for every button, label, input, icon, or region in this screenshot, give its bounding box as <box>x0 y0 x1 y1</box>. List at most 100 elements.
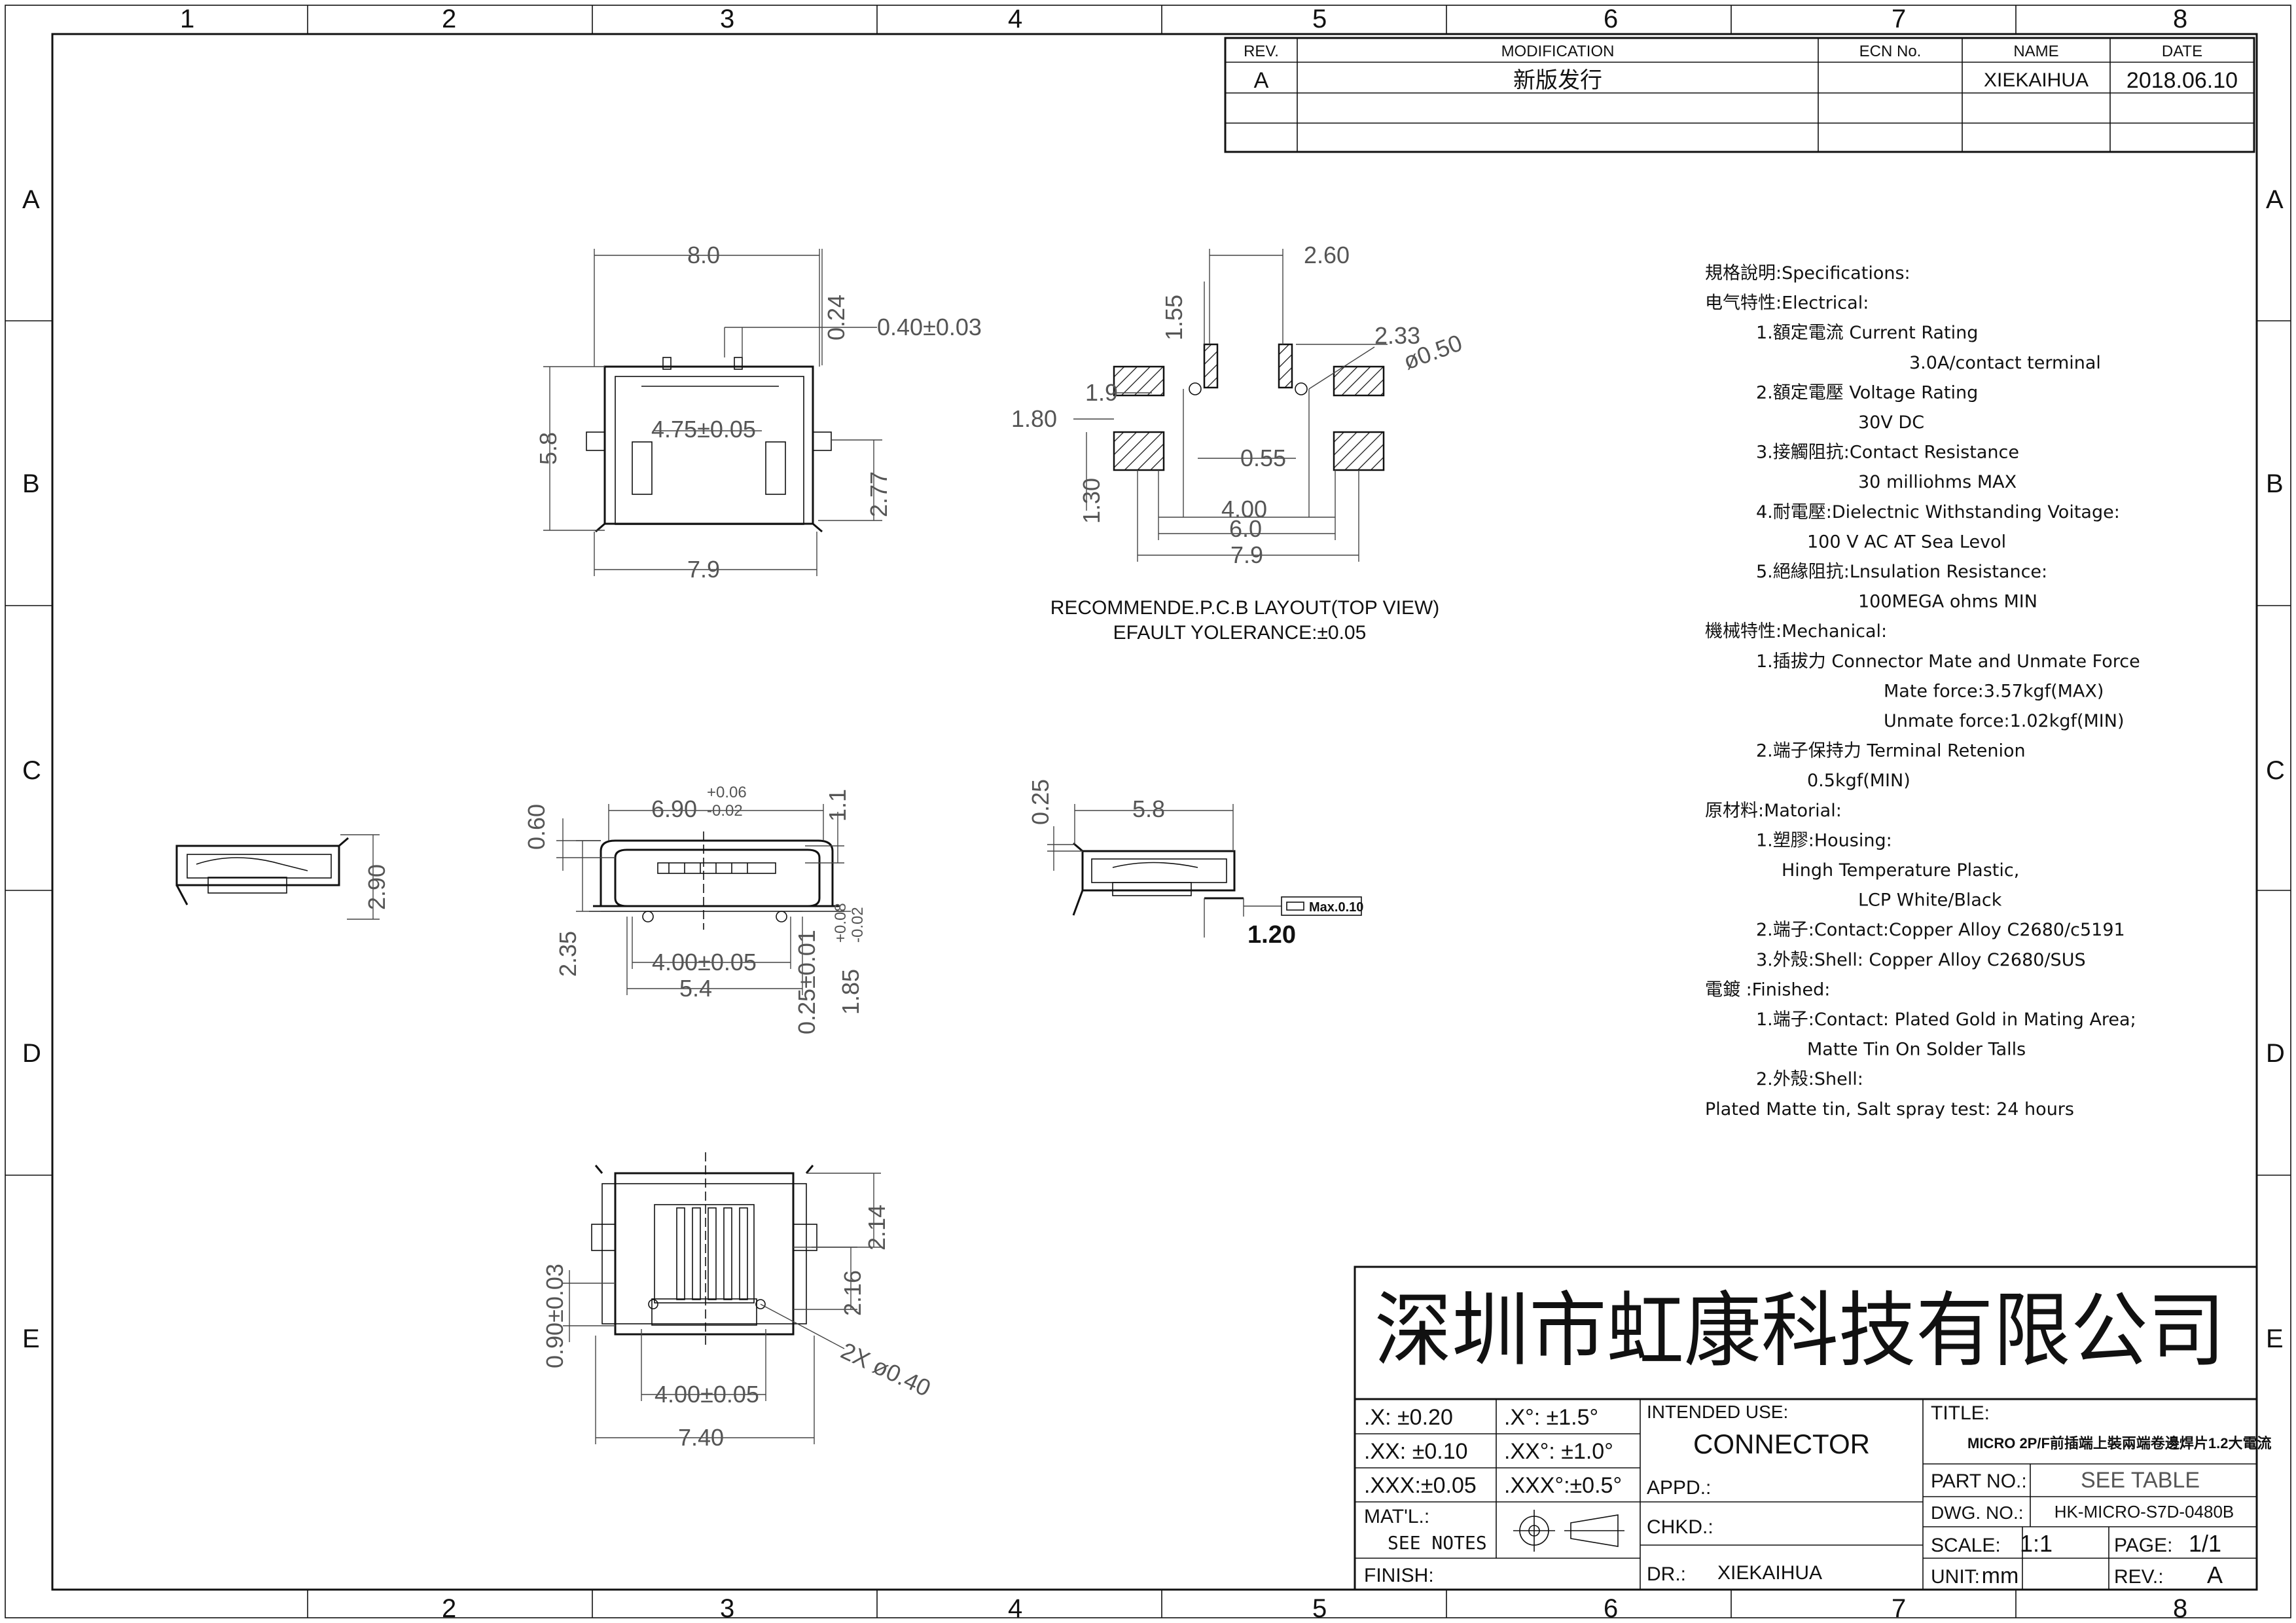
drawing-number-label: DWG. NO.: <box>1931 1503 2024 1523</box>
spec-line: 100MEGA ohms MIN <box>1858 592 2037 612</box>
dim-top-2-77: 2.77 <box>865 471 892 517</box>
spec-line: Hingh Temperature Plastic, <box>1782 860 2019 881</box>
spec-line: 3.0A/contact terminal <box>1909 353 2101 373</box>
spec-line: 1.塑膠:Housing: <box>1756 830 1892 850</box>
spec-line: 原材料:Matorial: <box>1705 801 1842 821</box>
dim-front-1-1: 1.1 <box>824 789 851 822</box>
spec-line: 電鍍 :Finished: <box>1705 979 1830 1000</box>
col-number-top-4: 4 <box>1008 5 1022 33</box>
part-number-label: PART NO.: <box>1931 1470 2027 1492</box>
spec-line: 0.5kgf(MIN) <box>1807 771 1910 791</box>
drawn-value: XIEKAIHUA <box>1717 1562 1822 1584</box>
drawing-number-value: HK-MICRO-S7D-0480B <box>2054 1502 2234 1522</box>
dim-front-6-90-tol-plus: +0.06 <box>707 784 747 801</box>
dim-front-0-25: 0.25±0.01 <box>793 930 820 1034</box>
dim-top-0-40: 0.40±0.03 <box>877 314 982 340</box>
row-letter-left-a: A <box>22 185 40 214</box>
dim-pcb-2-33: 2.33 <box>1374 322 1420 349</box>
material-label: MAT'L.: <box>1364 1506 1429 1527</box>
spec-line: 2.端子:Contact:Copper Alloy C2680/c5191 <box>1756 920 2125 940</box>
finish-label: FINISH: <box>1364 1565 1434 1586</box>
dim-front-0-60: 0.60 <box>523 804 550 850</box>
left-side-view: 2.90 <box>175 834 390 920</box>
spec-line: Unmate force:1.02kgf(MIN) <box>1884 711 2125 731</box>
row-letter-left-b: B <box>22 469 40 498</box>
row-letter-right-e: E <box>2266 1324 2284 1353</box>
col-number-bottom-4: 4 <box>1008 1594 1022 1623</box>
flatness-symbol-icon <box>1286 902 1304 911</box>
pcb-pad-right-large <box>1333 431 1385 471</box>
tol-angle-xx: .XX°: ±1.0° <box>1504 1439 1613 1464</box>
page-value: 1/1 <box>2189 1530 2221 1557</box>
dim-pcb-6-0: 6.0 <box>1229 515 1262 542</box>
row-letter-right-a: A <box>2266 185 2284 214</box>
row-letter-left-c: C <box>22 756 41 785</box>
right-side-view: 0.25 5.8 Max.0.10 1.20 <box>1027 779 1363 949</box>
dim-front-6-90: 6.90 <box>651 795 697 822</box>
dim-pcb-2-60: 2.60 <box>1304 242 1350 268</box>
intended-use-label: INTENDED USE: <box>1647 1402 1788 1422</box>
spec-line: 3.接觸阻抗:Contact Resistance <box>1756 443 2019 463</box>
pcb-pad-right-small <box>1333 365 1385 397</box>
spec-line: 1.插拔力 Connector Mate and Unmate Force <box>1756 651 2140 672</box>
rev-cell-name: XIEKAIHUA <box>1984 69 2089 91</box>
dim-pcb-7-9: 7.9 <box>1230 541 1263 568</box>
revision-table: REV. MODIFICATION ECN No. NAME DATE A 新版… <box>1224 37 2255 153</box>
dim-bottom-4-00: 4.00±0.05 <box>655 1381 759 1408</box>
dim-pcb-1-55: 1.55 <box>1160 295 1187 340</box>
dim-bottom-2-16: 2.16 <box>839 1270 866 1316</box>
title-label: TITLE: <box>1931 1402 1990 1424</box>
drawn-label: DR.: <box>1647 1563 1686 1585</box>
spec-line: 电气特性:Electrical: <box>1705 293 1869 314</box>
spec-line: 2.外殼:Shell: <box>1756 1069 1863 1089</box>
dim-bottom-0-90: 0.90±0.03 <box>541 1264 568 1368</box>
scale-value: 1:1 <box>2020 1530 2053 1557</box>
pcb-pad-left-signal <box>1203 343 1219 389</box>
pcb-layout-view: 2.60 1.55 2.33 ø0.50 1.9 1.80 0.55 1.30 … <box>1011 242 1465 644</box>
projection-symbol-icon <box>1513 1510 1624 1552</box>
dim-right-1-20: 1.20 <box>1247 921 1296 949</box>
dim-bottom-2-14: 2.14 <box>863 1205 890 1250</box>
scale-label: SCALE: <box>1931 1535 2001 1556</box>
rev-header-rev: REV. <box>1244 43 1279 60</box>
dim-top-4-75: 4.75±0.05 <box>651 416 756 443</box>
dim-front-1-85-tol-minus: -0.02 <box>849 907 867 943</box>
dim-pcb-1-80: 1.80 <box>1011 405 1057 432</box>
rev-cell-date: 2018.06.10 <box>2126 68 2238 93</box>
col-number-bottom-5: 5 <box>1312 1594 1327 1623</box>
flatness-callout-box <box>1281 896 1362 916</box>
spec-line: 100 V AC AT Sea Levol <box>1807 532 2006 552</box>
dim-front-4-00: 4.00±0.05 <box>652 949 757 976</box>
specifications-block: 規格說明:Specifications:电气特性:Electrical:1.額定… <box>1705 263 2140 1120</box>
tol-linear-xx: .XX: ±0.10 <box>1364 1439 1468 1464</box>
rev-header-ecn: ECN No. <box>1859 43 1922 60</box>
dim-right-0-25: 0.25 <box>1027 779 1054 825</box>
part-number-value: SEE TABLE <box>2081 1468 2200 1493</box>
row-letter-right-b: B <box>2266 469 2284 498</box>
col-number-top-8: 8 <box>2173 5 2187 33</box>
dim-pcb-1-30: 1.30 <box>1078 478 1105 524</box>
dim-front-2-35: 2.35 <box>554 931 581 977</box>
spec-line: 2.端子保持力 Terminal Retenion <box>1756 741 2026 761</box>
tol-linear-x: .X: ±0.20 <box>1364 1405 1453 1430</box>
spec-line: 3.外殼:Shell: Copper Alloy C2680/SUS <box>1756 950 2086 970</box>
pcb-caption-line2: EFAULT YOLERANCE:±0.05 <box>1113 622 1367 644</box>
col-number-top-7: 7 <box>1892 5 1906 33</box>
dim-pcb-0-55: 0.55 <box>1240 445 1286 471</box>
intended-use-value: CONNECTOR <box>1693 1429 1870 1459</box>
unit-label: UNIT: <box>1931 1566 1980 1588</box>
spec-line: 機械特性:Mechanical: <box>1705 621 1887 642</box>
approved-label: APPD.: <box>1647 1477 1711 1499</box>
spec-line: 30V DC <box>1858 412 1924 433</box>
pcb-pad-left-large <box>1113 431 1165 471</box>
dim-front-1-85: 1.85 <box>837 969 864 1015</box>
col-number-bottom-2: 2 <box>442 1594 456 1623</box>
unit-value: mm <box>1982 1563 2019 1588</box>
rev-cell-rev: A <box>1254 68 1269 93</box>
title-value: MICRO 2P/F前插端上裝兩端卷邊焊片1.2大電流 <box>1967 1435 2271 1451</box>
row-letter-left-d: D <box>22 1039 41 1068</box>
dim-pcb-1-9: 1.9 <box>1085 379 1118 406</box>
spec-line: 1.額定電流 Current Rating <box>1756 323 1978 343</box>
spec-line: Matte Tin On Solder Talls <box>1807 1040 2026 1060</box>
bottom-view: 2.14 2.16 0.90±0.03 2X ø0.40 4.00±0.05 7… <box>541 1152 935 1451</box>
